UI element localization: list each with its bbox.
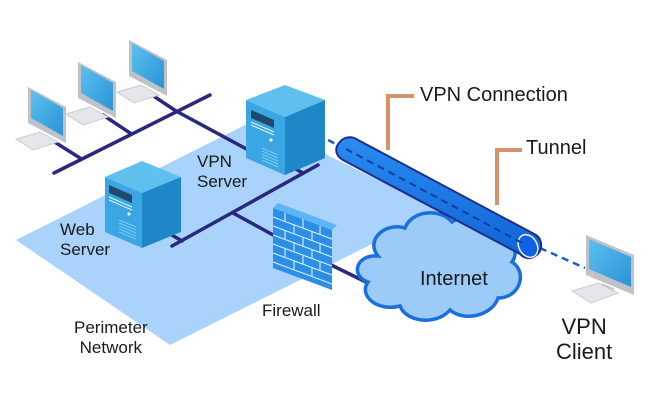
web-server-label: Web Server — [60, 220, 110, 259]
vpn-client-label: VPN Client — [556, 314, 612, 365]
internet-cloud-icon — [355, 211, 523, 322]
perimeter-network-plane — [16, 120, 440, 345]
workstation-2-icon — [64, 62, 116, 126]
vpn-server-label: VPN Server — [197, 152, 247, 191]
vpn-client-label-line1: VPN — [561, 314, 607, 339]
tunnel-label: Tunnel — [526, 137, 587, 159]
workstation-1-icon — [14, 87, 66, 151]
vpn-client-label-line2: Client — [556, 339, 613, 365]
perimeter-label-line1: Perimeter — [74, 318, 148, 337]
workstation-3-icon — [115, 40, 167, 104]
perimeter-label-line2: Network — [79, 337, 143, 357]
web-server-label-line2: Server — [60, 239, 111, 259]
callout-lines — [386, 94, 522, 205]
vpn-connection-label: VPN Connection — [420, 84, 568, 106]
vpn-client-icon — [570, 235, 634, 304]
perimeter-network-label: Perimeter Network — [74, 318, 148, 357]
firewall-label: Firewall — [262, 301, 321, 320]
vpn-server-label-line1: VPN — [197, 152, 232, 171]
vpn-server-label-line2: Server — [197, 171, 248, 191]
web-server-icon — [105, 161, 181, 248]
vpn-server-icon — [246, 85, 325, 175]
firewall-icon — [272, 203, 337, 290]
vpn-tunnel-icon — [335, 136, 543, 260]
internet-label: Internet — [420, 268, 488, 290]
web-server-label-line1: Web — [60, 220, 95, 239]
